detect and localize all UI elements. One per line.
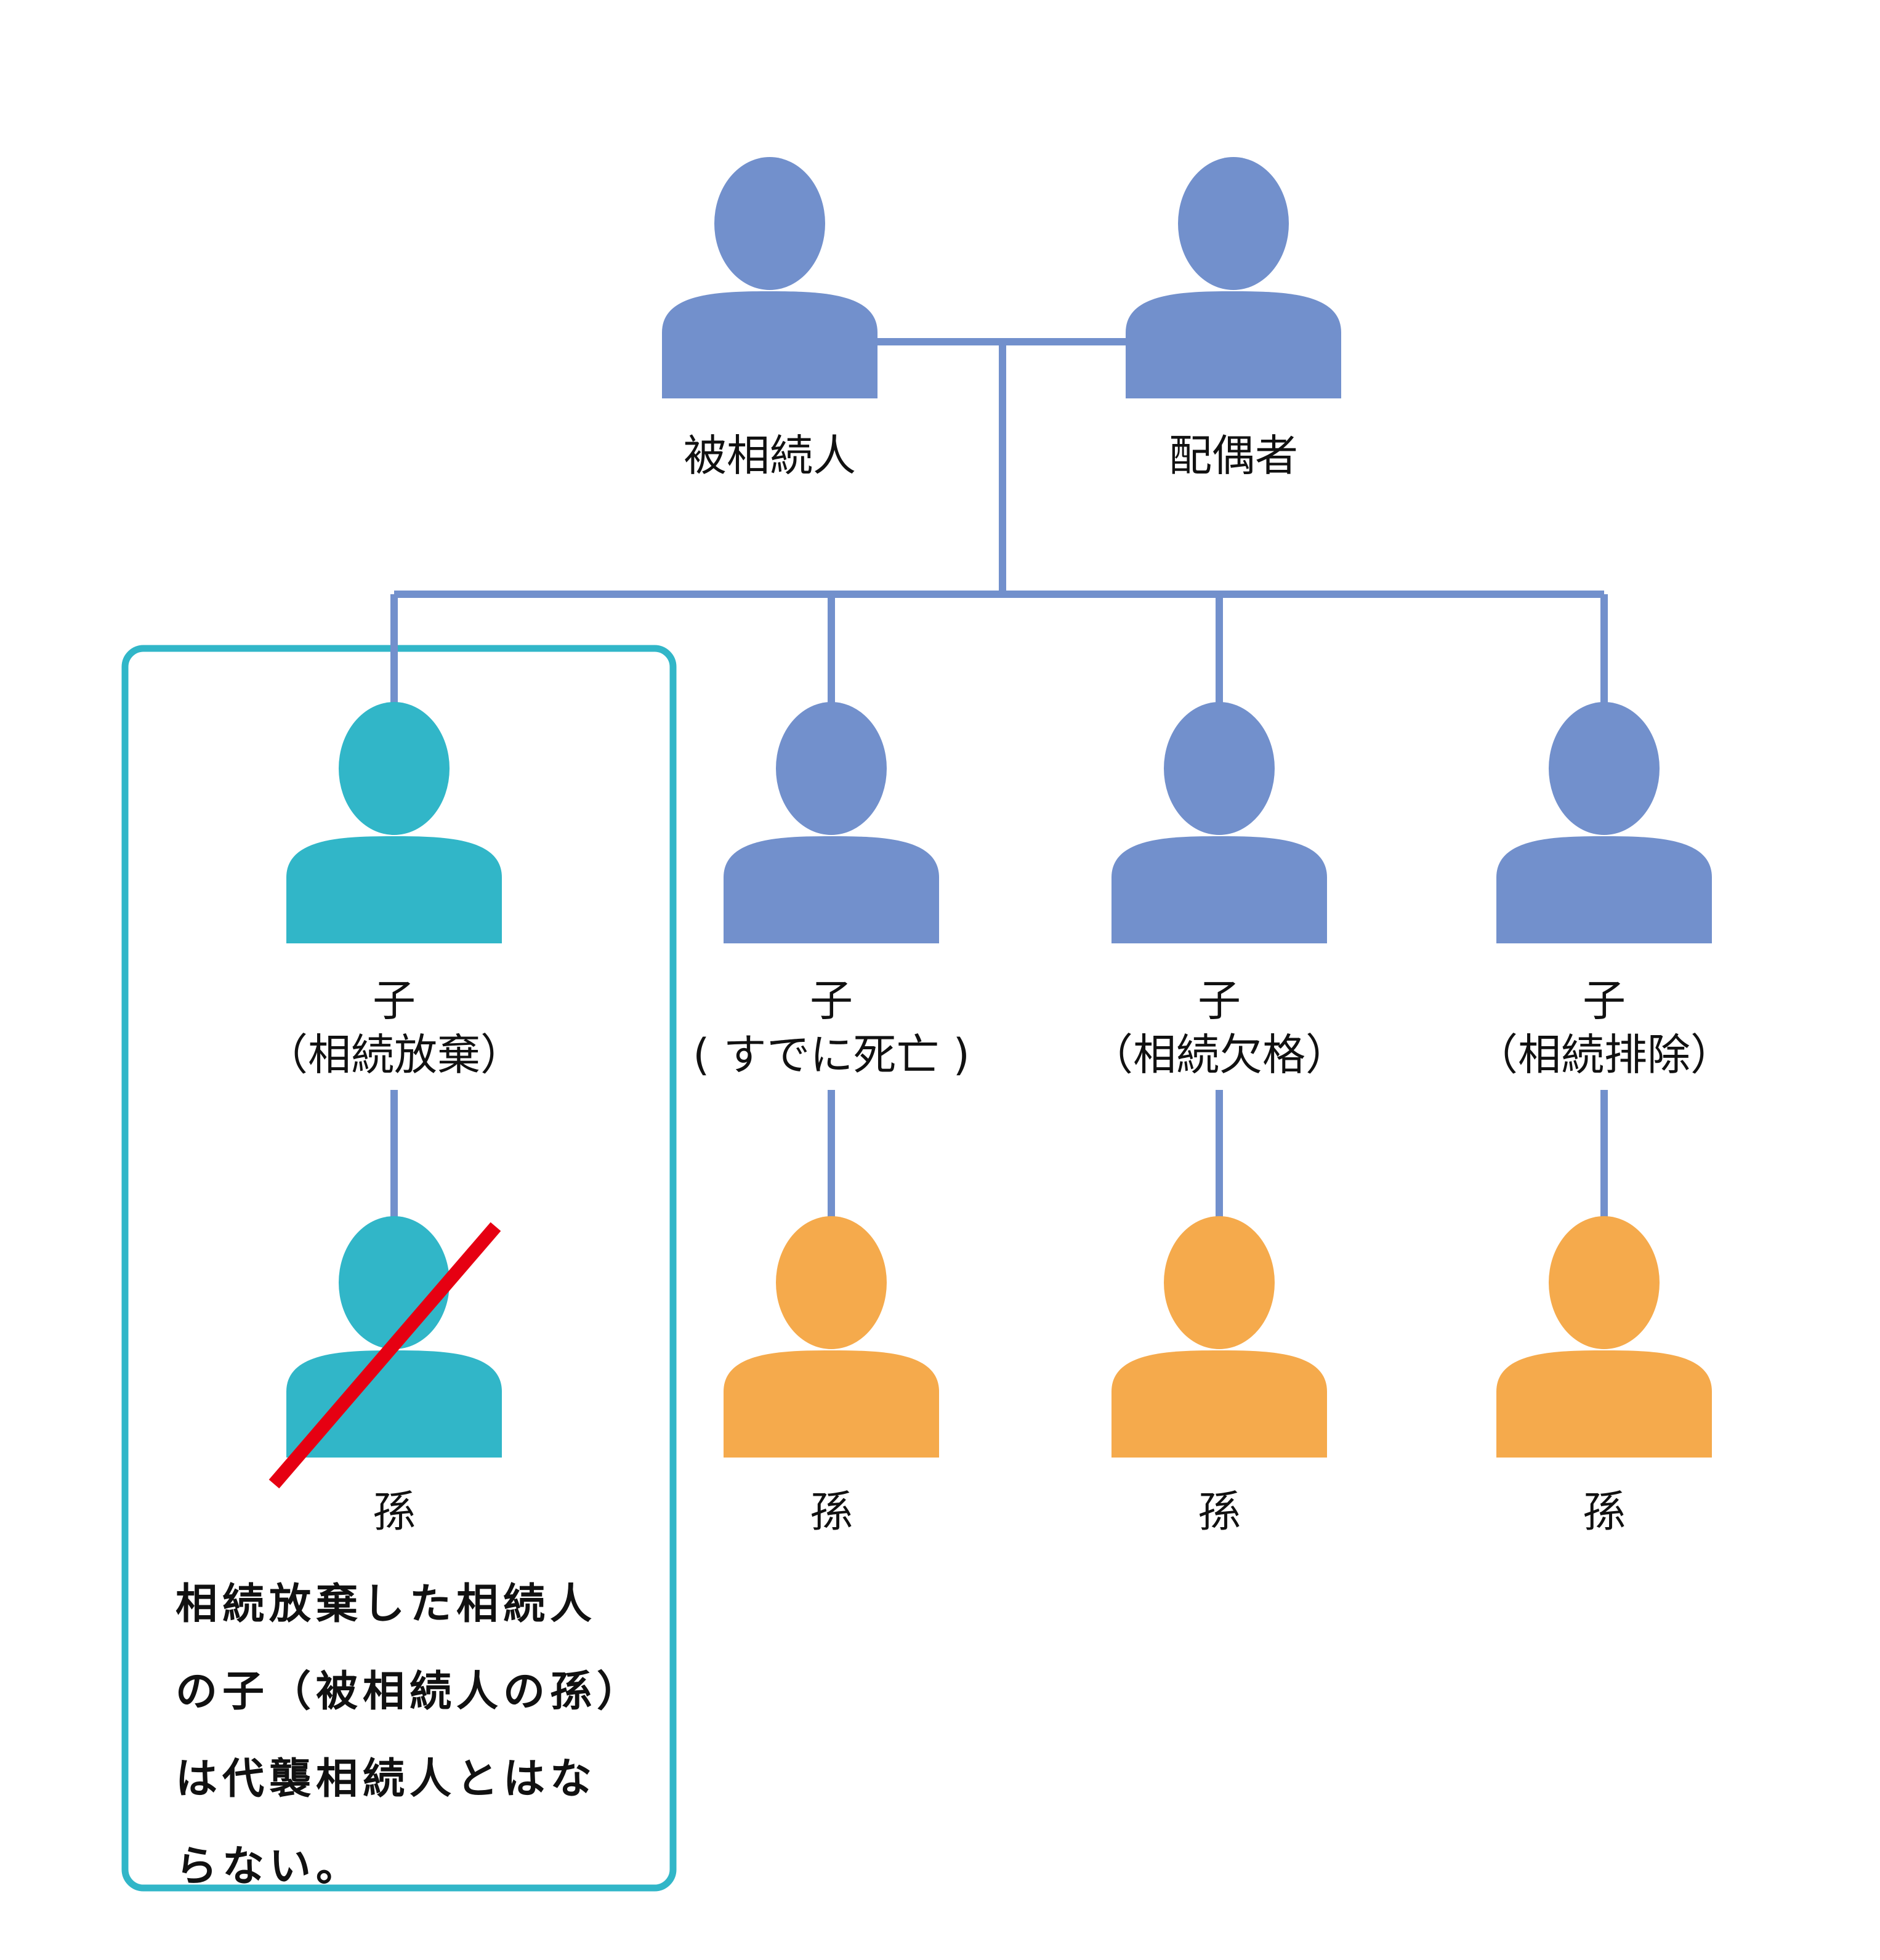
child-label: 子 ( すでに死亡 ) — [693, 979, 970, 1076]
child-role: 子 — [809, 975, 853, 1026]
child-status: （相続放棄） — [265, 1030, 523, 1080]
person-head — [776, 1216, 887, 1349]
deceased-label: 被相続人 — [684, 430, 856, 481]
person-head — [1549, 1216, 1660, 1349]
person-body — [724, 1350, 939, 1458]
child-status: （相続排除） — [1475, 1030, 1733, 1080]
child-role: 子 — [1583, 975, 1626, 1026]
child-person-icon — [1111, 702, 1327, 943]
child-status: （相続欠格） — [1090, 1030, 1349, 1080]
note-line: らない。 — [175, 1842, 363, 1891]
grandchild-person-icon — [1496, 1216, 1712, 1458]
grandchild-person-icon — [1111, 1216, 1327, 1458]
child-label: 子 （相続欠格） — [1090, 979, 1349, 1076]
grandchild-person-icon — [724, 1216, 939, 1458]
renunciation-highlight-box — [121, 645, 677, 1892]
child-person-icon — [286, 702, 502, 943]
grandchild-label: 孫 — [1198, 1486, 1241, 1537]
person-head — [1164, 702, 1275, 835]
child-person-icon — [724, 702, 939, 943]
person-head — [714, 157, 825, 290]
explanation-note: 相続放棄した相続人 の子（被相続人の孫） は代襲相続人とはな らない。 — [175, 1561, 643, 1911]
child-label: 子 （相続排除） — [1475, 979, 1733, 1076]
child-role: 子 — [1198, 975, 1241, 1026]
person-head — [1178, 157, 1289, 290]
person-head — [776, 702, 887, 835]
person-icons — [286, 157, 1712, 1458]
grandchild-label: 孫 — [1583, 1486, 1626, 1537]
person-body — [1111, 1350, 1327, 1458]
note-line: の子（被相続人の孫） — [175, 1668, 644, 1716]
person-body — [1111, 836, 1327, 943]
spouse-label: 配偶者 — [1169, 430, 1298, 481]
child-label: 子 （相続放棄） — [265, 979, 523, 1076]
grandchild-label: 孫 — [373, 1486, 416, 1537]
person-body — [1126, 291, 1341, 398]
person-body — [1496, 836, 1712, 943]
note-line: は代襲相続人とはな — [175, 1755, 597, 1804]
person-body — [286, 836, 502, 943]
person-head — [1164, 1216, 1275, 1349]
deceased-person-icon — [662, 157, 877, 398]
spouse-person-icon — [1126, 157, 1341, 398]
connector-lines — [390, 338, 1608, 1219]
child-role: 子 — [373, 975, 416, 1026]
person-body — [286, 1350, 502, 1458]
person-body — [724, 836, 939, 943]
person-head — [339, 702, 450, 835]
person-head — [1549, 702, 1660, 835]
grandchild-label: 孫 — [810, 1486, 853, 1537]
strike-through-line — [268, 1222, 501, 1489]
person-body — [662, 291, 877, 398]
child-status: ( すでに死亡 ) — [693, 1030, 970, 1080]
person-head — [339, 1216, 450, 1349]
child-person-icon — [1496, 702, 1712, 943]
note-line: 相続放棄した相続人 — [175, 1580, 597, 1629]
person-body — [1496, 1350, 1712, 1458]
